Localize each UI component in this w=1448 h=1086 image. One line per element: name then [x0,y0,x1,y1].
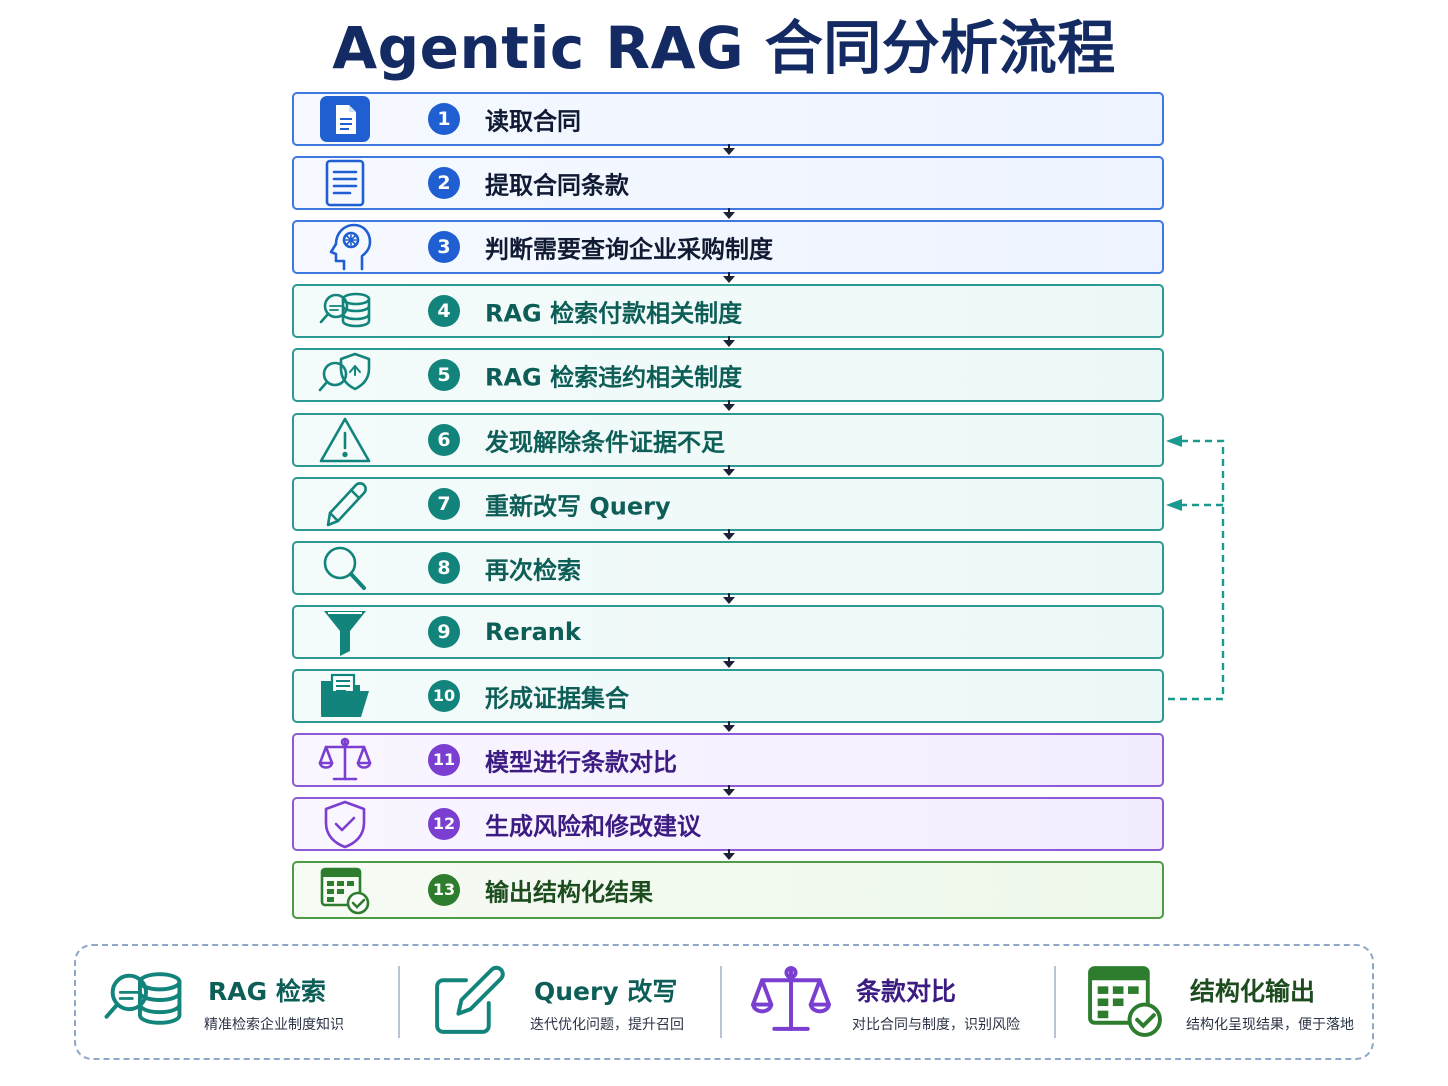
step-number-badge: 13 [428,874,460,906]
shield-check-icon [318,799,372,849]
summary-card-title: 结构化输出 [1190,977,1316,1006]
summary-card: 结构化输出结构化呈现结果，便于落地 [1062,946,1372,1058]
flow-connector-arrow [723,148,735,155]
step-number-badge: 1 [428,103,460,135]
edit-icon [428,962,510,1044]
flow-step: 13 输出结构化结果 [292,861,1164,919]
pencil-icon [318,479,372,529]
step-label: 重新改写 Query [485,492,671,521]
flow-connector-arrow [723,212,735,219]
feedback-loop-line [1168,439,1225,701]
flow-connector-arrow [723,661,735,668]
flow-connector-arrow [723,276,735,283]
step-number-badge: 7 [428,488,460,520]
step-number-badge: 8 [428,552,460,584]
page-title: Agentic RAG 合同分析流程 [332,14,1116,82]
step-label: 生成风险和修改建议 [485,812,701,841]
flow-step: 9 Rerank [292,605,1164,659]
step-label: 模型进行条款对比 [485,748,677,777]
summary-card-title: 条款对比 [856,977,957,1006]
summary-divider [398,966,400,1038]
step-label: 发现解除条件证据不足 [485,428,725,457]
step-label: 形成证据集合 [485,684,629,713]
brain-head-icon [318,222,372,272]
step-number-badge: 12 [428,808,460,840]
summary-card: 条款对比对比合同与制度，识别风险 [728,946,1038,1058]
feedback-loop-arrow [1166,435,1182,447]
step-number-badge: 11 [428,744,460,776]
step-number-badge: 2 [428,167,460,199]
feedback-loop-arrow [1166,499,1182,511]
warning-icon [318,415,372,465]
flow-step: 10 形成证据集合 [292,669,1164,723]
table-check-icon [1084,962,1166,1044]
summary-card-description: 精准检索企业制度知识 [204,1017,344,1033]
summary-card-title: RAG 检索 [208,977,326,1006]
step-number-badge: 5 [428,359,460,391]
table-check-icon [318,865,372,915]
scale-icon [750,962,832,1044]
step-number-badge: 10 [428,680,460,712]
list-document-icon [318,158,372,208]
scale-icon [318,735,372,785]
flow-step: 4 RAG 检索付款相关制度 [292,284,1164,338]
summary-card-title: Query 改写 [534,977,678,1006]
summary-card: RAG 检索精准检索企业制度知识 [80,946,390,1058]
summary-card-description: 迭代优化问题，提升召回 [530,1017,684,1033]
flow-step: 1 读取合同 [292,92,1164,146]
database-search-icon [318,286,372,336]
flow-step: 11 模型进行条款对比 [292,733,1164,787]
flow-connector-arrow [723,725,735,732]
step-number-badge: 6 [428,424,460,456]
flow-step: 8 再次检索 [292,541,1164,595]
step-label: 提取合同条款 [485,171,629,200]
flow-step: 2 提取合同条款 [292,156,1164,210]
summary-divider [1054,966,1056,1038]
summary-divider [720,966,722,1038]
step-number-badge: 4 [428,295,460,327]
step-label: RAG 检索付款相关制度 [485,299,743,328]
flow-step: 6 发现解除条件证据不足 [292,413,1164,467]
summary-card-description: 结构化呈现结果，便于落地 [1186,1017,1354,1033]
summary-card-description: 对比合同与制度，识别风险 [852,1017,1020,1033]
step-number-badge: 3 [428,231,460,263]
flow-connector-arrow [723,469,735,476]
flow-connector-arrow [723,853,735,860]
flow-connector-arrow [723,404,735,411]
folder-icon [318,671,372,721]
shield-search-icon [318,350,372,400]
step-label: 再次检索 [485,556,581,585]
funnel-icon [318,607,372,657]
database-search-icon [102,962,184,1044]
flow-connector-arrow [723,340,735,347]
flow-step: 7 重新改写 Query [292,477,1164,531]
step-label: Rerank [485,618,581,646]
step-number-badge: 9 [428,616,460,648]
flow-connector-arrow [723,533,735,540]
flow-step: 5 RAG 检索违约相关制度 [292,348,1164,402]
summary-card: Query 改写迭代优化问题，提升召回 [406,946,716,1058]
flow-step: 3 判断需要查询企业采购制度 [292,220,1164,274]
document-icon [318,94,372,144]
step-label: RAG 检索违约相关制度 [485,363,743,392]
magnifier-icon [318,543,372,593]
flow-connector-arrow [723,789,735,796]
flow-connector-arrow [723,597,735,604]
flow-step: 12 生成风险和修改建议 [292,797,1164,851]
step-label: 输出结构化结果 [485,878,653,907]
step-label: 读取合同 [485,107,581,136]
step-label: 判断需要查询企业采购制度 [485,235,773,264]
